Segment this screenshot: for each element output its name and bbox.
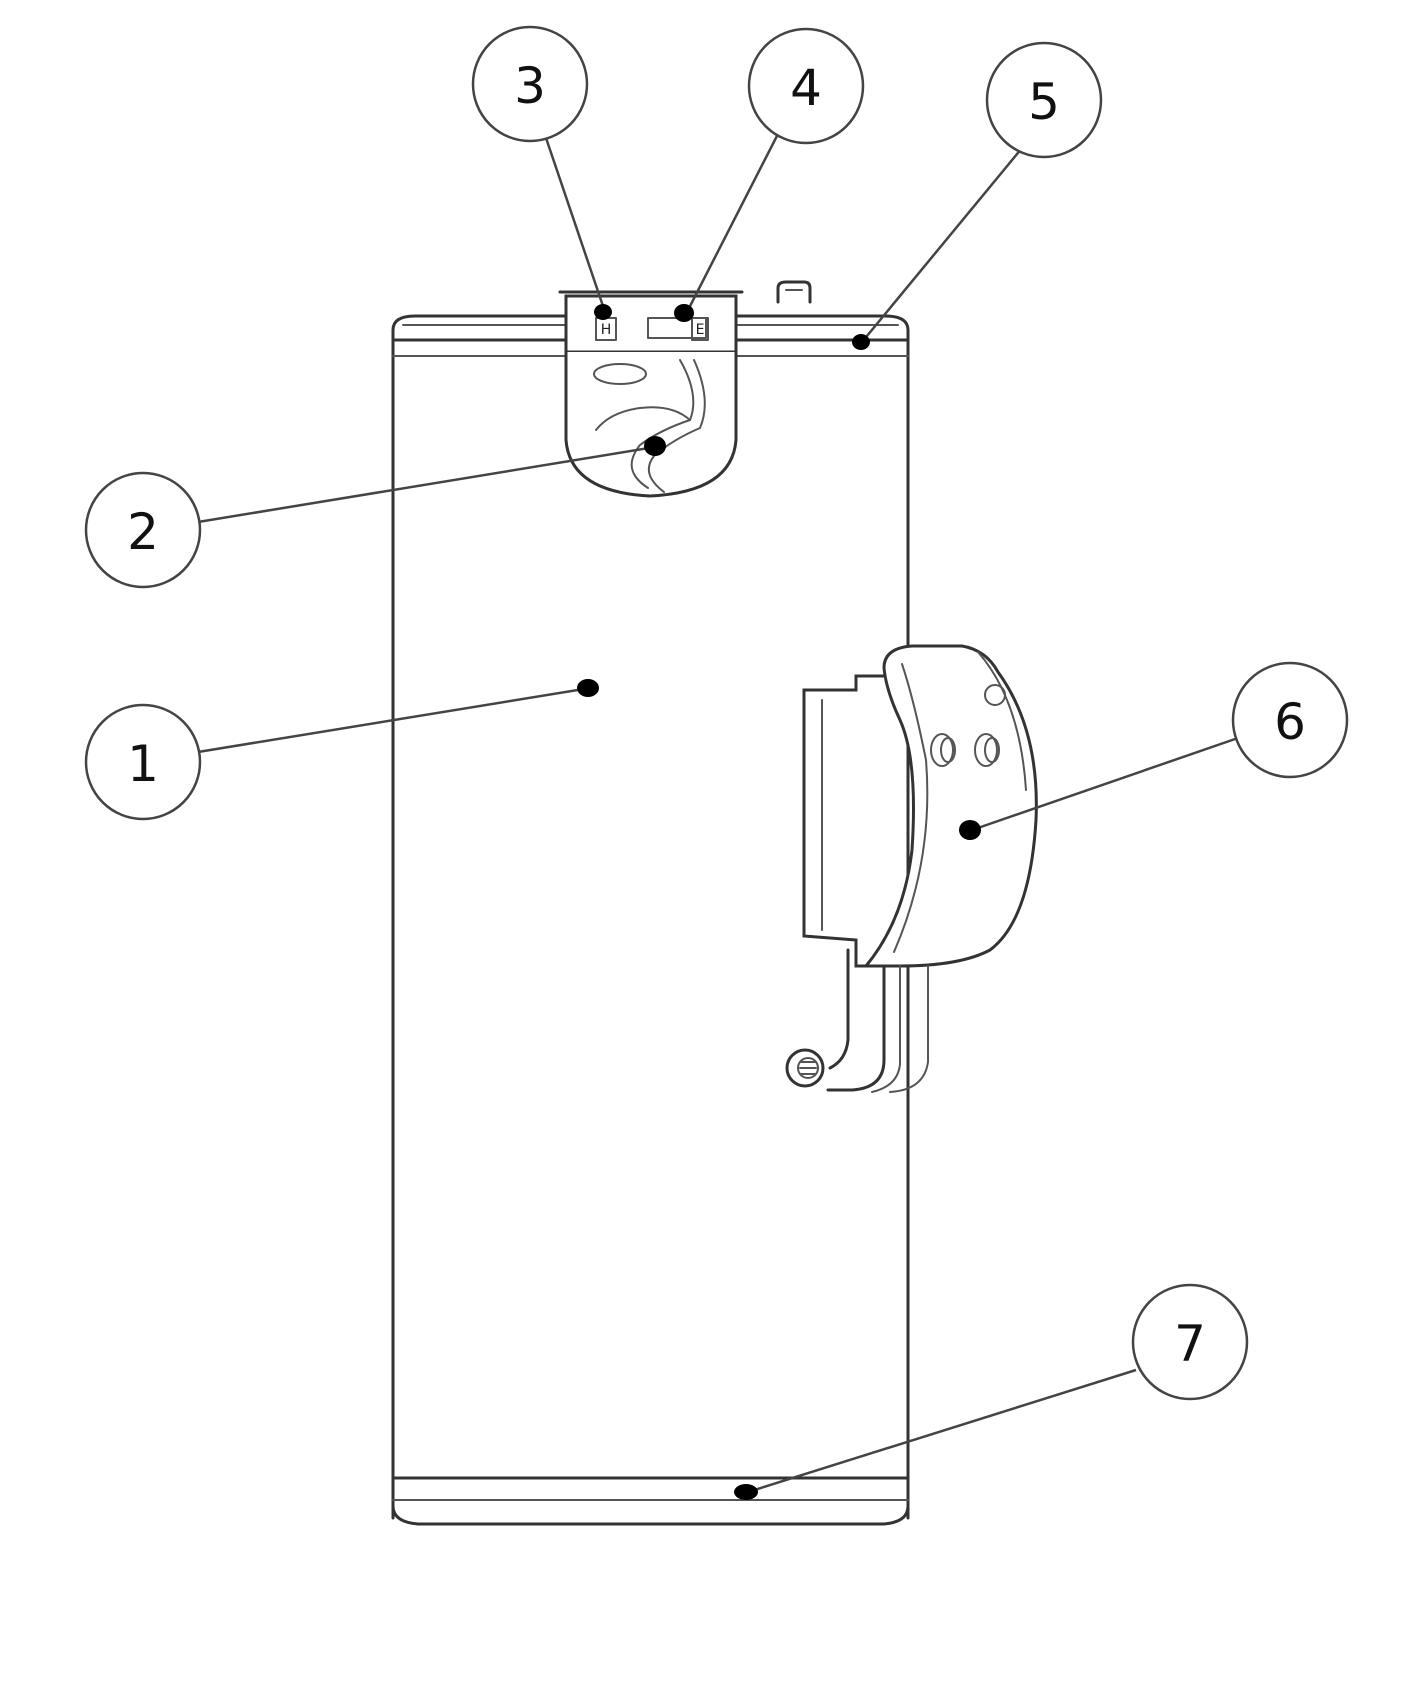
callout-2: 2 — [84, 471, 202, 589]
callout-7-label: 7 — [1174, 1315, 1206, 1373]
callout-7: 7 — [1131, 1283, 1249, 1401]
leader-3 — [543, 134, 607, 313]
leader-5 — [861, 147, 1023, 343]
callout-3: 3 — [471, 25, 589, 143]
leader-6 — [971, 736, 1239, 832]
top-control-panel: H E — [558, 290, 744, 354]
callout-6: 6 — [1231, 661, 1349, 779]
callout-5: 5 — [985, 41, 1103, 159]
target-dots — [577, 304, 981, 1500]
panel-mark-left: H — [601, 322, 612, 338]
leader-7 — [747, 1368, 1137, 1494]
callout-1-label: 1 — [127, 735, 159, 793]
leader-4 — [684, 129, 782, 315]
dot-3 — [594, 304, 612, 320]
callout-1: 1 — [84, 703, 202, 821]
panel-mark-right: E — [696, 322, 705, 338]
dot-6 — [959, 820, 981, 840]
dot-5 — [852, 334, 870, 350]
dot-4 — [674, 304, 694, 322]
callout-6-label: 6 — [1274, 693, 1306, 751]
dot-1 — [577, 679, 599, 697]
leader-lines — [197, 129, 1239, 1494]
lower-element-housing — [785, 644, 1038, 1093]
dot-7 — [734, 1484, 758, 1500]
leader-1 — [197, 686, 591, 754]
callout-4: 4 — [747, 27, 865, 145]
callout-3-label: 3 — [514, 57, 546, 115]
upper-element-housing — [564, 352, 738, 498]
callout-2-label: 2 — [127, 503, 159, 561]
dot-2 — [644, 436, 666, 456]
callout-4-label: 4 — [790, 59, 822, 117]
callout-5-label: 5 — [1028, 73, 1060, 131]
leader-2 — [197, 445, 656, 524]
